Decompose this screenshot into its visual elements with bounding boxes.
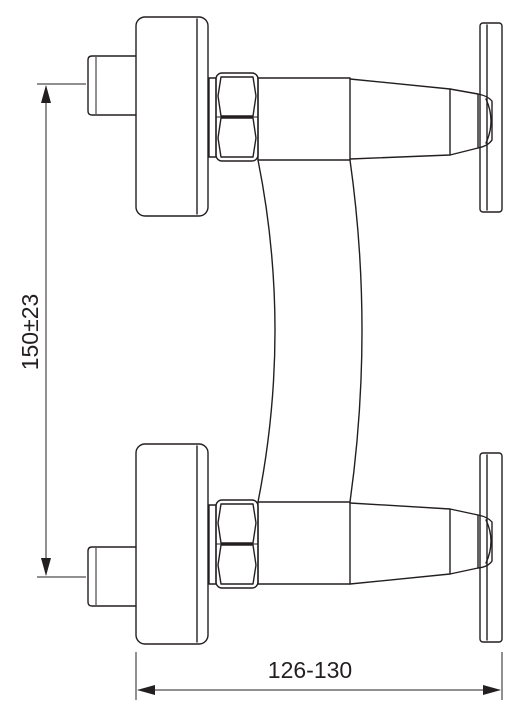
vertical-dimension-label: 150±23 <box>17 294 43 371</box>
bottom-hex-nut <box>215 499 259 589</box>
vertical-dimension: 150±23 <box>17 83 86 578</box>
top-outlet <box>449 22 503 213</box>
top-flange <box>135 16 209 217</box>
top-hex-nut <box>215 72 259 162</box>
arrow-right-icon <box>483 685 501 695</box>
top-threaded-pipe <box>87 55 137 116</box>
bottom-collar <box>208 504 217 585</box>
lower-arm <box>349 502 451 585</box>
arrow-down-icon <box>41 558 51 576</box>
bottom-outlet <box>449 452 503 643</box>
upper-arm <box>349 78 451 160</box>
bottom-connection <box>87 443 259 645</box>
arrow-up-icon <box>41 85 51 103</box>
top-collar <box>208 77 217 158</box>
horizontal-dimension: 126-130 <box>135 652 503 700</box>
bottom-threaded-pipe <box>87 546 137 607</box>
horizontal-dimension-label: 126-130 <box>268 657 352 683</box>
mixer-body <box>257 77 451 585</box>
bottom-flange <box>135 443 209 645</box>
top-connection <box>87 16 259 217</box>
arrow-left-icon <box>137 685 155 695</box>
